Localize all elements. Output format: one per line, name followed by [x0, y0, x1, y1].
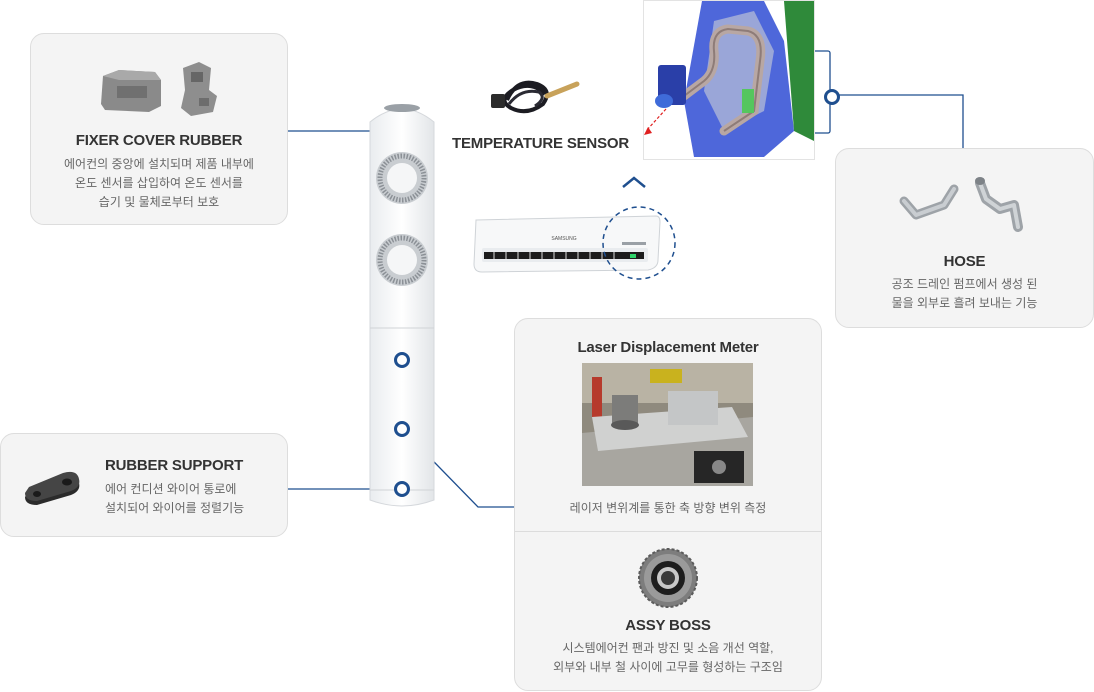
- laser-boss-card: Laser Displacement Meter 레이저 변위계를 통한 축 방…: [514, 318, 822, 691]
- chevron-up-icon: [622, 176, 646, 188]
- hose-card: HOSE 공조 드레인 펌프에서 생성 된 물을 외부로 흘려 보내는 기능: [835, 148, 1094, 328]
- pipe-assembly-render: [643, 0, 815, 160]
- card-divider: [515, 531, 821, 532]
- desc-line: 에어컨의 중앙에 설치되며 제품 내부에: [64, 157, 254, 171]
- assy-boss-description: 시스템에어컨 팬과 방진 및 소음 개선 역할, 외부와 내부 철 사이에 고무…: [515, 639, 821, 677]
- wall-unit-brand: SAMSUNG: [551, 236, 576, 242]
- desc-line: 공조 드레인 펌프에서 생성 된: [891, 277, 1038, 291]
- desc-line: 시스템에어컨 팬과 방진 및 소음 개선 역할,: [562, 641, 774, 655]
- rubber-support-image: [25, 471, 80, 505]
- hose-description: 공조 드레인 펌프에서 생성 된 물을 외부로 흘려 보내는 기능: [836, 275, 1093, 313]
- floor-air-conditioner-image: [369, 104, 435, 507]
- wall-air-conditioner-image: SAMSUNG: [473, 215, 661, 273]
- temperature-sensor-title: TEMPERATURE SENSOR: [452, 135, 629, 152]
- fixer-cover-rubber-description: 에어컨의 중앙에 설치되며 제품 내부에 온도 센서를 삽입하여 온도 센서를 …: [31, 155, 287, 212]
- rubber-support-title: RUBBER SUPPORT: [105, 457, 244, 474]
- temperature-sensor-image: [491, 80, 580, 114]
- hose-image: [899, 177, 1023, 232]
- desc-line: 에어 컨디션 와이어 통로에: [105, 482, 237, 496]
- assy-boss-title: ASSY BOSS: [625, 617, 711, 634]
- fixer-cover-rubber-image: [101, 62, 217, 116]
- connector-hose: [836, 94, 964, 148]
- fan-grille-upper: [376, 152, 428, 204]
- desc-line: 물을 외부로 흘려 보내는 기능: [891, 296, 1038, 310]
- desc-line: 습기 및 물체로부터 보호: [98, 195, 220, 209]
- rubber-support-card: RUBBER SUPPORT 에어 컨디션 와이어 통로에 설치되어 와이어를 …: [0, 433, 288, 537]
- assy-boss-image: [638, 548, 698, 608]
- fan-grille-lower: [376, 234, 428, 286]
- hose-title: HOSE: [943, 253, 986, 270]
- desc-line: 외부와 내부 철 사이에 고무를 형성하는 구조임: [553, 660, 783, 674]
- rubber-support-description: 에어 컨디션 와이어 통로에 설치되어 와이어를 정렬기능: [105, 480, 244, 518]
- hotspot-fixer-cover[interactable]: [394, 352, 410, 368]
- hotspot-hose[interactable]: [824, 89, 840, 105]
- hotspot-assy-boss[interactable]: [394, 421, 410, 437]
- desc-line: 설치되어 와이어를 정렬기능: [105, 501, 245, 515]
- desc-line: 온도 센서를 삽입하여 온도 센서를: [75, 176, 243, 190]
- fixer-cover-rubber-title: FIXER COVER RUBBER: [75, 132, 243, 149]
- laser-meter-title: Laser Displacement Meter: [577, 339, 759, 356]
- laser-meter-photo: [582, 363, 753, 486]
- hotspot-rubber-support[interactable]: [394, 481, 410, 497]
- sensor-highlight-circle: [602, 206, 676, 280]
- laser-meter-description: 레이저 변위계를 통한 축 방향 변위 측정: [569, 501, 767, 515]
- fixer-cover-rubber-card: FIXER COVER RUBBER 에어컨의 중앙에 설치되며 제품 내부에 …: [30, 33, 288, 225]
